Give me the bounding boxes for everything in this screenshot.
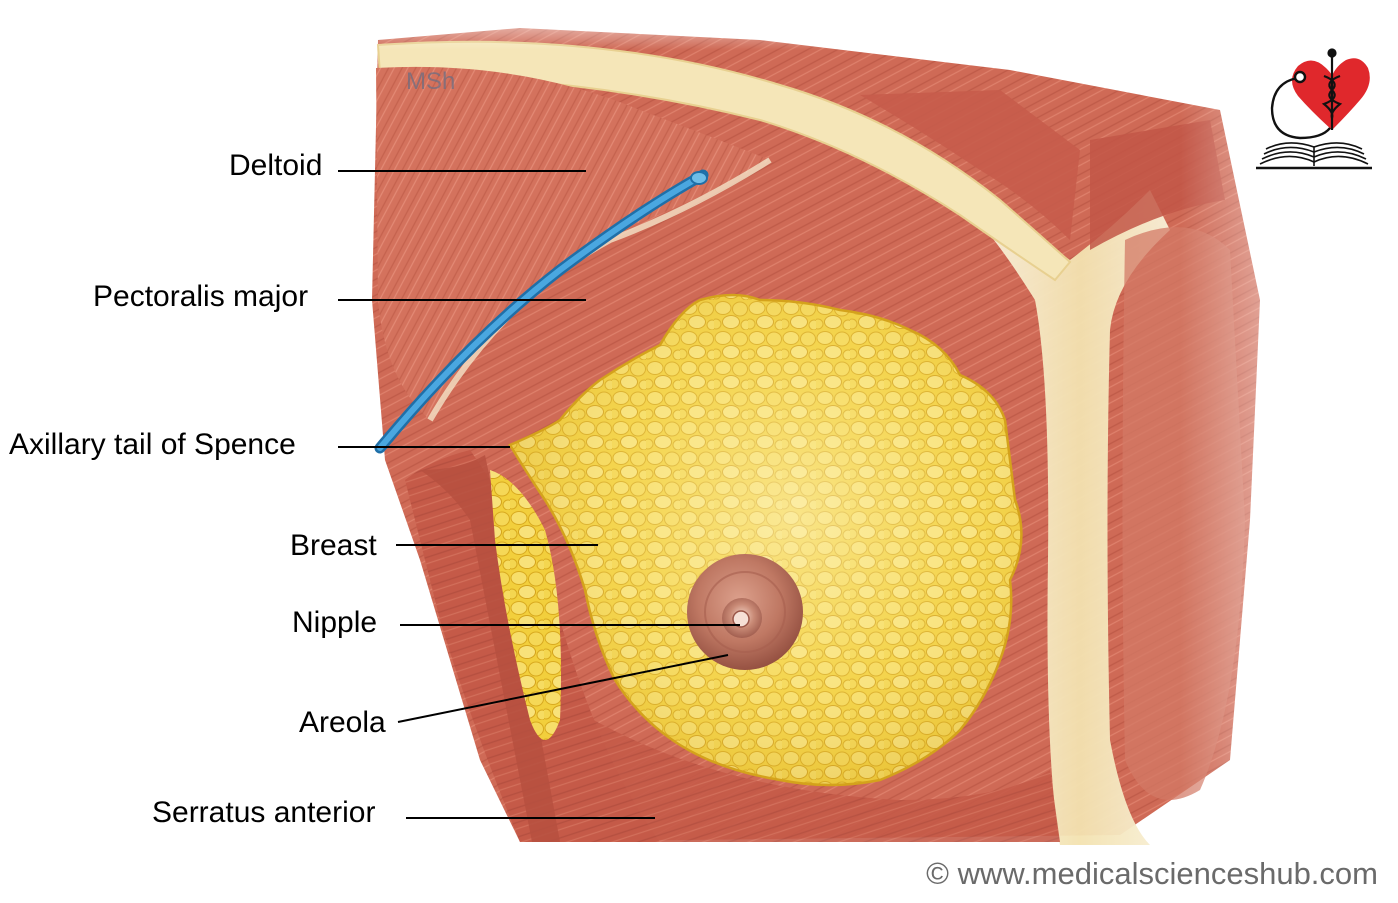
breast-shading — [508, 293, 1023, 787]
site-logo — [1256, 48, 1372, 170]
label-areola: Areola — [299, 706, 386, 739]
label-pectoralis-major: Pectoralis major — [93, 280, 309, 313]
axillary-fat-pad — [490, 470, 561, 740]
areola-ring — [704, 571, 786, 653]
copyright-text: © www.medicalscienceshub.com — [926, 856, 1378, 891]
vein-cut-end — [690, 171, 708, 185]
stethoscope-icon — [1270, 70, 1331, 140]
open-book-icon — [1256, 142, 1372, 170]
sternum-fascia — [990, 190, 1170, 845]
deltoid-muscle — [376, 66, 770, 421]
leader-lines — [338, 170, 740, 819]
label-nipple: Nipple — [292, 606, 378, 639]
leader-line-areola — [397, 654, 729, 723]
nipple-tip — [732, 610, 750, 628]
cephalic-vein-highlight — [377, 172, 706, 451]
fade-top — [370, 0, 1398, 50]
fade-right — [1180, 0, 1398, 850]
label-breast: Breast — [290, 529, 377, 562]
label-axillary-tail: Axillary tail of Spence — [9, 428, 296, 461]
lower-muscle — [560, 700, 1060, 842]
caduceus-icon — [1321, 48, 1343, 130]
watermark-text: MSh — [406, 68, 456, 95]
label-serratus-anterior: Serratus anterior — [152, 796, 376, 829]
label-deltoid: Deltoid — [229, 149, 323, 182]
clavicle-fascia — [376, 40, 1072, 282]
neck-muscles — [860, 90, 1080, 240]
latissimus-strip — [420, 455, 560, 842]
